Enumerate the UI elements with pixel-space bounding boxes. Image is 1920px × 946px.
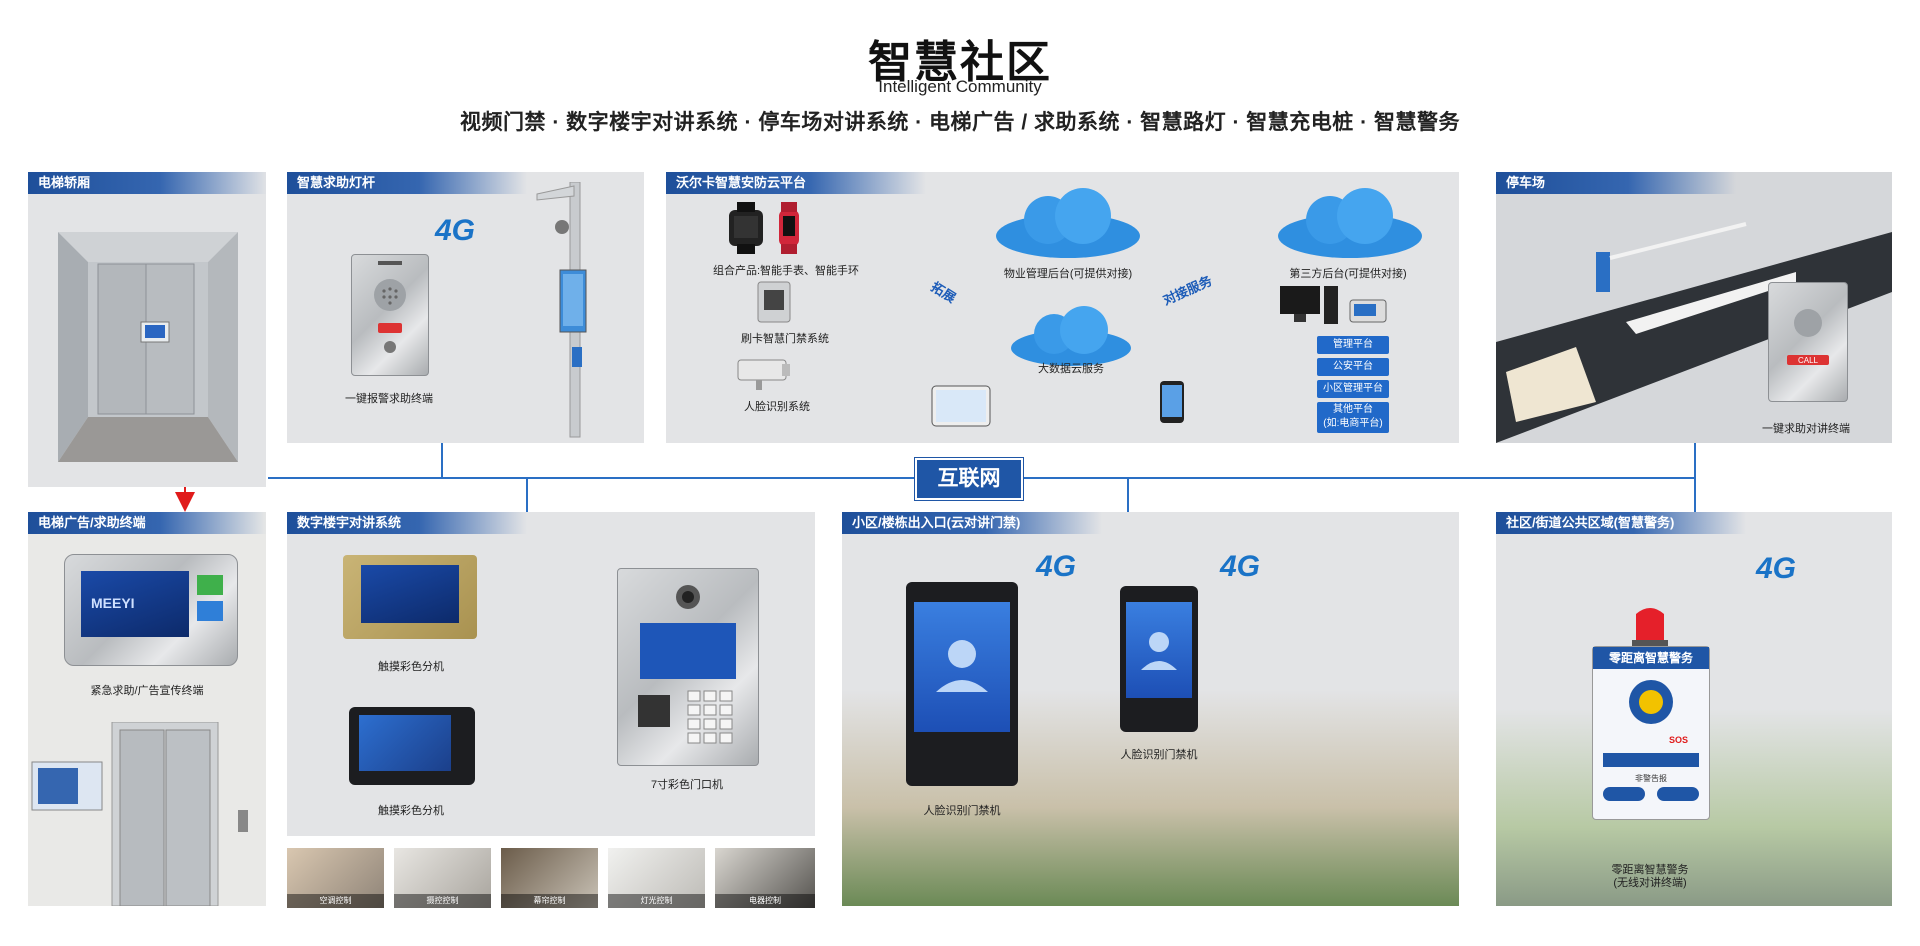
call-button[interactable] bbox=[197, 601, 223, 621]
panel-title: 停车场 bbox=[1496, 172, 1736, 194]
camera-icon bbox=[737, 359, 790, 390]
panel-title: 数字楼宇对讲系统 bbox=[287, 512, 527, 534]
panel-title: 电梯广告/求助终端 bbox=[28, 512, 266, 534]
call-label: CALL bbox=[1798, 356, 1819, 365]
platform-button[interactable]: 公安平台 bbox=[1317, 358, 1389, 376]
alarm-terminal bbox=[351, 254, 429, 376]
feature-list: 视频门禁 · 数字楼宇对讲系统 · 停车场对讲系统 · 电梯广告 / 求助系统 … bbox=[460, 111, 1460, 134]
panel-digital-intercom: 数字楼宇对讲系统 触摸彩色分机 触摸彩色分机 7寸彩色门口机 bbox=[287, 512, 815, 836]
property-caption: 物业管理后台(可提供对接) bbox=[1003, 268, 1133, 280]
hangup-button[interactable] bbox=[1657, 787, 1699, 801]
page-subtitle: Intelligent Community bbox=[878, 77, 1042, 96]
panel-police: 社区/街道公共区域(智慧警务) 4G 零距离智慧警务 SOS 非警告报 零距离智… bbox=[1496, 512, 1892, 906]
panel-title: 电梯轿厢 bbox=[28, 172, 266, 194]
panel-title: 社区/街道公共区域(智慧警务) bbox=[1496, 512, 1746, 534]
lamp-post-illustration bbox=[536, 182, 587, 438]
computer-icon bbox=[1280, 286, 1387, 324]
face-small-caption: 人脸识别门禁机 bbox=[1120, 749, 1198, 761]
thumb-appliance: 电器控制 bbox=[715, 848, 815, 908]
touch2-caption: 触摸彩色分机 bbox=[378, 805, 444, 817]
smartwatch-icon bbox=[729, 202, 799, 254]
thumb-aircon: 空调控制 bbox=[287, 848, 384, 908]
card-reader-icon bbox=[757, 281, 791, 323]
4g-icon: 4G bbox=[435, 214, 476, 247]
card-caption: 刷卡智慧门禁系统 bbox=[741, 333, 829, 345]
gold-indoor-monitor bbox=[343, 555, 477, 639]
page-title: 智慧社区 bbox=[868, 38, 1052, 87]
ad-terminal: MEEYI bbox=[64, 554, 238, 666]
platform-button[interactable]: 小区管理平台 bbox=[1317, 380, 1389, 398]
talk-button[interactable] bbox=[1603, 787, 1645, 801]
expand-label: 拓展 bbox=[928, 279, 959, 306]
panel-smart-lamp: 智慧求助灯杆 4G 一键报警求助终端 bbox=[287, 172, 644, 443]
touch1-caption: 触摸彩色分机 bbox=[378, 661, 444, 673]
panel-title: 小区/楼栋出入口(云对讲门禁) bbox=[842, 512, 1102, 534]
ad-screen: MEEYI bbox=[81, 571, 189, 637]
police-terminal: 零距离智慧警务 SOS 非警告报 bbox=[1592, 646, 1710, 820]
elevator-door-illustration bbox=[31, 722, 248, 906]
platform-button[interactable]: 其他平台 (如:电商平台) bbox=[1317, 402, 1389, 433]
face-terminal-small bbox=[1120, 586, 1198, 732]
thumb-camera: 摄控控制 bbox=[394, 848, 491, 908]
tablet-icon bbox=[931, 385, 991, 427]
bigdata-caption: 大数据云服务 bbox=[1038, 363, 1104, 375]
third-party-cloud-icon bbox=[1278, 188, 1422, 258]
ad-caption: 紧急求助/广告宣传终端 bbox=[90, 685, 204, 697]
police-sign: 零距离智慧警务 bbox=[1593, 647, 1709, 669]
panel-elevator-ad: 电梯广告/求助终端 MEEYI 紧急求助/广告宣传终端 bbox=[28, 512, 266, 906]
elevator-car-illustration bbox=[58, 232, 238, 462]
face-caption: 人脸识别系统 bbox=[744, 401, 810, 413]
police-caption: 零距离智慧警务 (无线对讲终端) bbox=[1611, 864, 1689, 889]
combo-caption: 组合产品:智能手表、智能手环 bbox=[713, 265, 860, 277]
alarm-light-icon bbox=[1632, 608, 1668, 646]
thumb-curtain: 幕帘控制 bbox=[501, 848, 598, 908]
platform-button[interactable]: 管理平台 bbox=[1317, 336, 1389, 354]
4g-icon: 4G bbox=[1756, 552, 1797, 585]
help-intercom-terminal: CALL bbox=[1768, 282, 1848, 402]
door-station bbox=[617, 568, 759, 766]
panel-entrance: 小区/楼栋出入口(云对讲门禁) 4G 4G 人脸识别门禁机 人脸识别门禁机 bbox=[842, 512, 1459, 906]
door-caption: 7寸彩色门口机 bbox=[650, 779, 724, 791]
bigdata-cloud-icon bbox=[1011, 306, 1131, 366]
brand-logo: MEEYI bbox=[91, 595, 135, 611]
4g-icon: 4G bbox=[1220, 550, 1261, 583]
help-button[interactable] bbox=[197, 575, 223, 595]
internet-badge: 互联网 bbox=[915, 458, 1023, 500]
4g-icon: 4G bbox=[1036, 550, 1077, 583]
black-indoor-monitor bbox=[349, 707, 475, 785]
property-cloud-icon bbox=[996, 188, 1140, 258]
lamp-caption: 一键报警求助终端 bbox=[345, 393, 433, 405]
third-party-caption: 第三方后台(可提供对接) bbox=[1289, 268, 1407, 280]
police-badge-icon bbox=[1629, 680, 1673, 724]
panel-parking: 停车场 CALL 一键求助对讲终端 bbox=[1496, 172, 1892, 443]
panel-title: 智慧求助灯杆 bbox=[287, 172, 527, 194]
parking-caption: 一键求助对讲终端 bbox=[1762, 423, 1850, 435]
phone-icon bbox=[1160, 381, 1184, 423]
dock-label: 对接服务 bbox=[1160, 272, 1215, 308]
alarm-label: 非警告报 bbox=[1635, 774, 1667, 783]
thumb-light: 灯光控制 bbox=[608, 848, 705, 908]
sos-label: SOS bbox=[1669, 735, 1689, 745]
panel-title: 沃尔卡智慧安防云平台 bbox=[666, 172, 926, 194]
face-terminal-large bbox=[906, 582, 1018, 786]
panel-elevator-car: 电梯轿厢 bbox=[28, 172, 266, 487]
face-big-caption: 人脸识别门禁机 bbox=[923, 805, 1001, 817]
